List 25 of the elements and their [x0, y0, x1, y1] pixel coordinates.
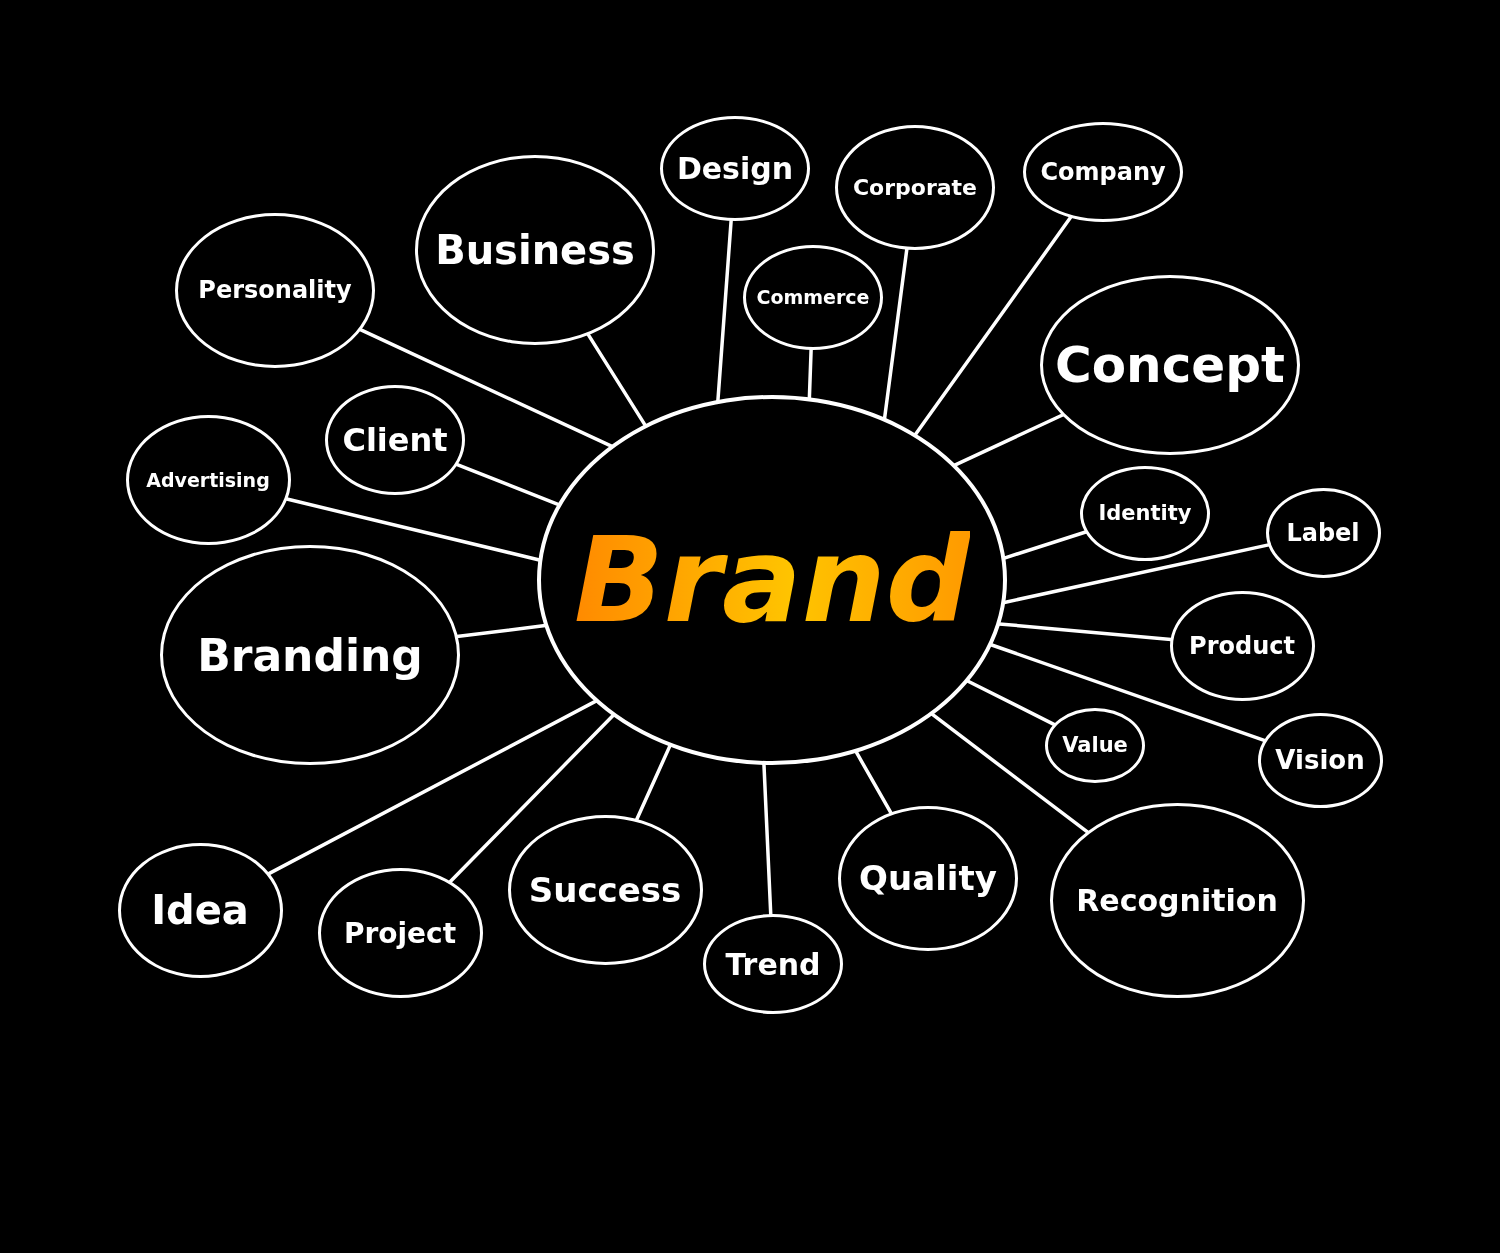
topic-label: Value [1062, 733, 1128, 757]
connector-line [913, 215, 1073, 437]
topic-label: Label [1286, 519, 1360, 547]
topic-label: Business [435, 227, 635, 273]
topic-label: Corporate [852, 174, 978, 200]
topic-label: Personality [198, 276, 352, 304]
topic-label: Idea [151, 887, 249, 933]
topic-label: Identity [1098, 501, 1192, 525]
topic-label: Commerce [756, 286, 870, 308]
topic-label: Vision [1275, 745, 1365, 775]
connector-line [953, 413, 1065, 467]
topic-label: Success [528, 870, 682, 910]
topic-label: Advertising [146, 469, 270, 491]
topic-label: Trend [725, 946, 821, 982]
connector-line [447, 713, 615, 884]
topic-label: Concept [1055, 336, 1285, 394]
topic-label: Company [1040, 158, 1166, 186]
topic-label: Branding [197, 629, 423, 681]
topic-label: Project [343, 916, 457, 950]
topic-label: Product [1189, 632, 1295, 660]
connector-line [930, 712, 1090, 834]
topic-label: Client [342, 421, 448, 459]
topic-label: Quality [859, 858, 997, 898]
topic-label: Recognition [1076, 882, 1278, 918]
topic-label: Design [676, 150, 794, 186]
